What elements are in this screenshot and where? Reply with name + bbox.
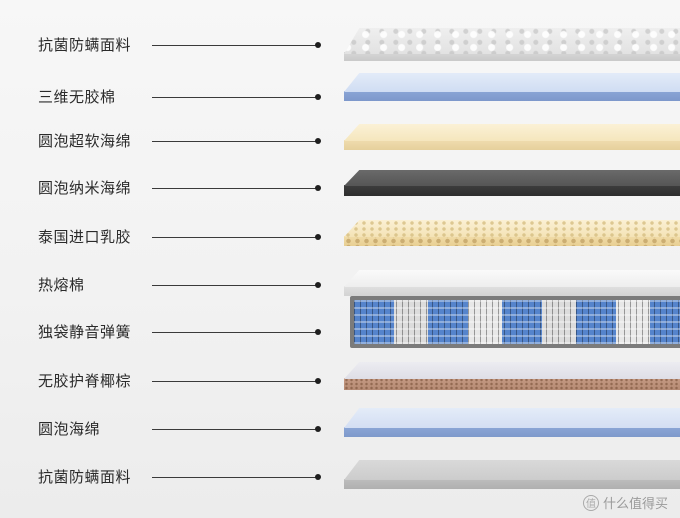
leader-line-8	[152, 381, 318, 382]
leader-dot-4	[315, 185, 321, 191]
leader-dot-7	[315, 329, 321, 335]
layer-pocket-springs	[344, 296, 680, 348]
leader-line-9	[152, 429, 318, 430]
layer-label-10: 抗菌防螨面料	[38, 468, 132, 486]
zhi-logo-icon: 值	[582, 494, 599, 511]
watermark: 值 什么值得买	[582, 493, 668, 512]
leader-line-7	[152, 332, 318, 333]
leader-dot-10	[315, 474, 321, 480]
leader-dot-3	[315, 138, 321, 144]
leader-dot-9	[315, 426, 321, 432]
layer-thai-latex	[344, 220, 680, 247]
layer-label-4: 圆泡纳米海绵	[38, 179, 132, 197]
leader-dot-8	[315, 378, 321, 384]
layer-antibacterial-fabric-top	[344, 28, 680, 62]
layer-label-8: 无胶护脊椰棕	[38, 372, 132, 390]
leader-line-3	[152, 141, 318, 142]
leader-line-4	[152, 188, 318, 189]
leader-line-2	[152, 97, 318, 98]
leader-dot-5	[315, 234, 321, 240]
leader-line-10	[152, 477, 318, 478]
leader-dot-6	[315, 282, 321, 288]
layer-coconut-coir	[344, 362, 680, 392]
layer-3d-glue-free-cotton	[344, 73, 680, 104]
layer-label-9: 圆泡海绵	[38, 420, 101, 438]
leader-line-5	[152, 237, 318, 238]
layer-label-6: 热熔棉	[38, 276, 85, 294]
layer-nano-foam	[344, 170, 680, 197]
watermark-text: 什么值得买	[602, 497, 668, 512]
layer-label-2: 三维无胶棉	[38, 88, 116, 106]
layer-label-7: 独袋静音弹簧	[38, 323, 132, 341]
leader-line-6	[152, 285, 318, 286]
layer-antibacterial-fabric-bottom	[344, 460, 680, 490]
leader-dot-2	[315, 94, 321, 100]
layer-thermal-bonded-cotton	[344, 270, 680, 297]
layer-label-5: 泰国进口乳胶	[38, 228, 132, 246]
leader-line-1	[152, 45, 318, 46]
leader-dot-1	[315, 42, 321, 48]
layer-label-1: 抗菌防螨面料	[38, 36, 132, 54]
layer-label-3: 圆泡超软海绵	[38, 132, 132, 150]
layer-ultra-soft-foam	[344, 124, 680, 151]
layer-round-bubble-foam	[344, 408, 680, 441]
